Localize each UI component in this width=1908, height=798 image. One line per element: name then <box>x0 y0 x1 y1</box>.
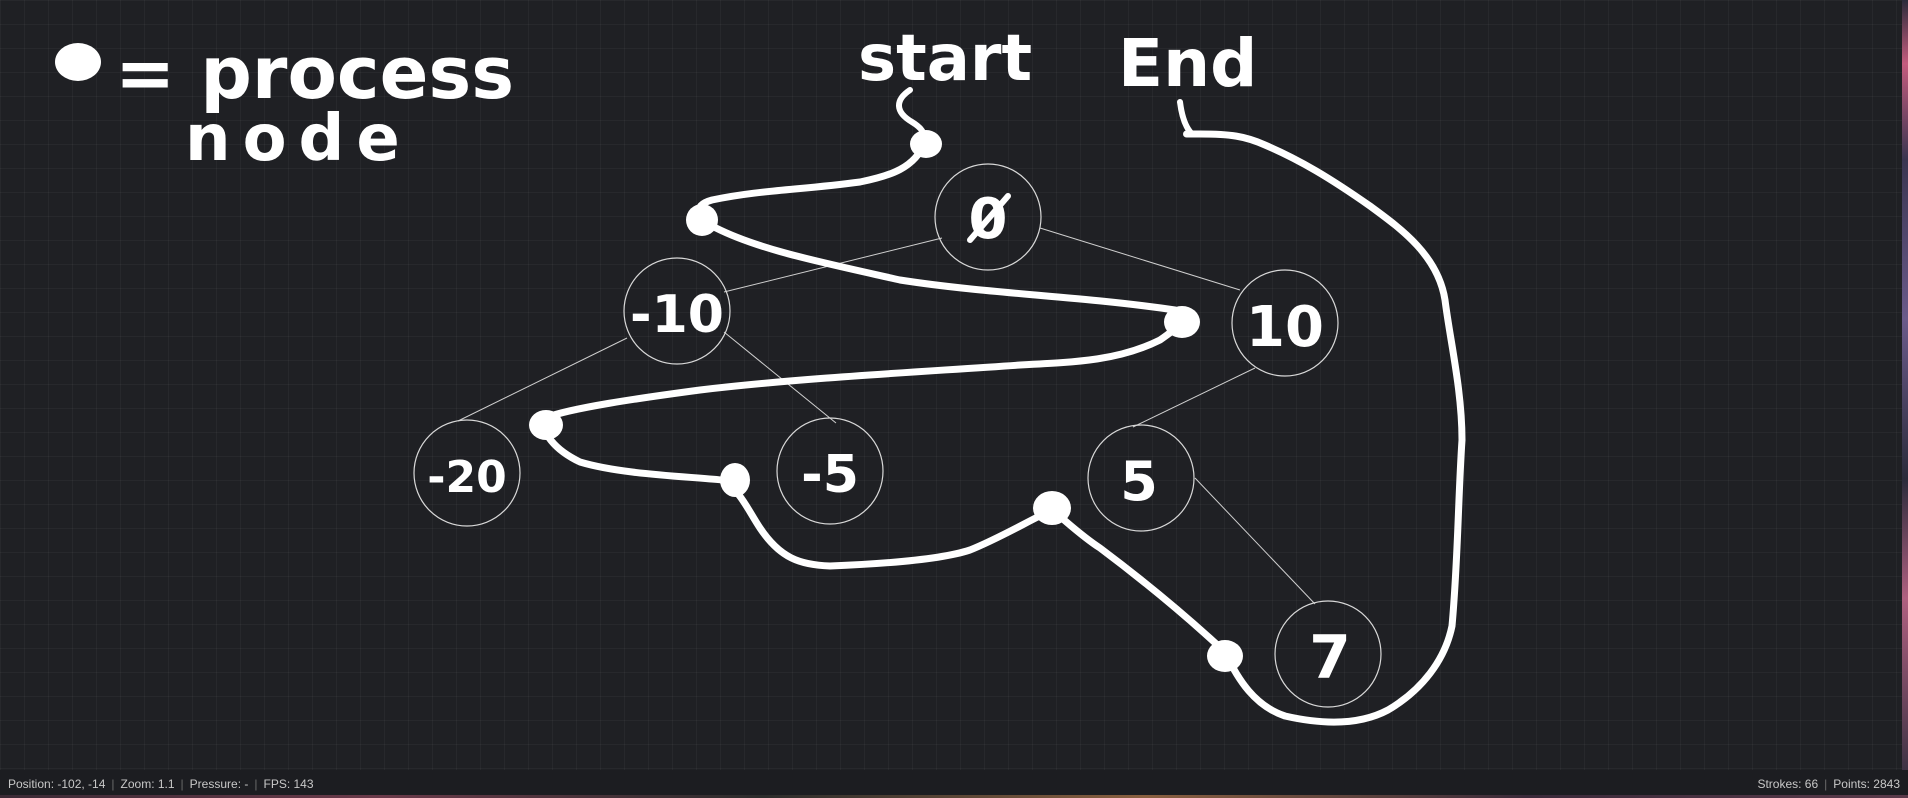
node-label: 7 <box>1309 623 1351 693</box>
process-dot-icon <box>1033 491 1071 525</box>
edge-0-10 <box>1039 227 1241 291</box>
tree-node-7: 7 <box>1274 600 1382 708</box>
node-label: -10 <box>630 285 724 345</box>
points-count: Points: 2843 <box>1833 777 1900 791</box>
process-dot-icon <box>1207 640 1243 672</box>
zoom-readout: Zoom: 1.1 <box>120 777 175 791</box>
node-label: 10 <box>1246 295 1324 360</box>
process-dots <box>529 130 1243 672</box>
pressure-readout: Pressure: - <box>189 777 249 791</box>
status-separator: | <box>1824 777 1828 791</box>
node-label: -20 <box>427 452 507 503</box>
tree-edges <box>457 227 1316 605</box>
status-left: Position: -102, -14 | Zoom: 1.1 | Pressu… <box>8 777 314 791</box>
drawing-canvas[interactable]: = process node start End 0 <box>0 0 1908 770</box>
tree-node-5: 5 <box>1087 424 1195 532</box>
status-bar: Position: -102, -14 | Zoom: 1.1 | Pressu… <box>0 770 1908 798</box>
edge-neg10-neg20 <box>457 337 628 422</box>
tree-node-0: 0 <box>934 163 1042 271</box>
status-separator: | <box>180 777 184 791</box>
canvas-svg: = process node start End 0 <box>55 22 1466 726</box>
tree-node-neg20: -20 <box>413 419 521 527</box>
process-dot-icon <box>720 463 750 497</box>
tree-node-neg5: -5 <box>776 417 884 525</box>
fps-readout: FPS: 143 <box>263 777 314 791</box>
legend: = process node <box>55 31 514 176</box>
legend-label-line2: node <box>185 102 412 176</box>
status-separator: | <box>254 777 258 791</box>
status-separator: | <box>111 777 115 791</box>
strokes-count: Strokes: 66 <box>1757 777 1819 791</box>
edge-10-5 <box>1132 367 1256 428</box>
bottom-edge-strip <box>0 795 1908 798</box>
traversal-path <box>540 130 1466 726</box>
process-dot-icon <box>686 204 718 236</box>
legend-dot-icon <box>55 43 101 81</box>
edge-5-7 <box>1194 477 1316 605</box>
start-label: start <box>858 22 1032 96</box>
position-readout: Position: -102, -14 <box>8 777 106 791</box>
legend-label-line1: = process <box>115 31 514 115</box>
node-label: -5 <box>801 445 859 505</box>
process-dot-icon <box>910 130 942 158</box>
process-dot-icon <box>529 410 563 440</box>
end-label: End <box>1118 25 1257 102</box>
end-hook-stroke <box>1177 99 1195 137</box>
edge-neg10-neg5 <box>723 331 837 424</box>
tree-node-10: 10 <box>1231 269 1339 377</box>
node-label: 5 <box>1120 450 1158 513</box>
status-right: Strokes: 66 | Points: 2843 <box>1757 777 1900 791</box>
process-dot-icon <box>1164 306 1200 338</box>
right-edge-strip <box>1902 0 1908 798</box>
tree-node-neg10: -10 <box>623 257 731 365</box>
